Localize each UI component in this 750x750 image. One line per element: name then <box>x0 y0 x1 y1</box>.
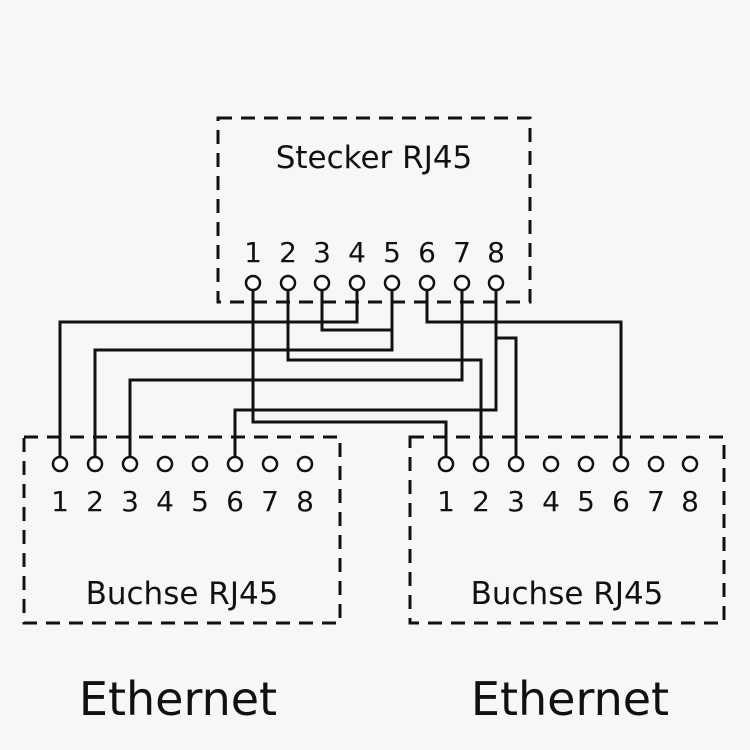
wire-plug1-right1 <box>251 283 448 464</box>
jack-right-pin-contact <box>542 455 560 473</box>
jack-left-pin-contact <box>261 455 279 473</box>
jack-right-caption: Ethernet <box>471 672 669 726</box>
jack-right-pin-contact <box>577 455 595 473</box>
wire-plug4-left1 <box>58 283 359 464</box>
jack-right-pin-label: 3 <box>507 485 525 518</box>
jack-left-pin-label: 7 <box>261 485 279 518</box>
jack-right-pin-contact <box>647 455 665 473</box>
jack-right-pin-label: 7 <box>647 485 665 518</box>
jack-right-pin-contact <box>437 455 455 473</box>
jack-left-pin-label: 2 <box>86 485 104 518</box>
wire-plug2-right2 <box>286 283 483 464</box>
wire-plug7-left3 <box>128 283 464 464</box>
plug-pin-contact <box>279 274 297 292</box>
jack-left-pin-label: 1 <box>51 485 69 518</box>
jack-right-pin-contact <box>612 455 630 473</box>
jack-right-pin-label: 6 <box>612 485 630 518</box>
jack-left-connector: 1 2 3 4 5 6 7 8 Buchse RJ45 <box>22 435 342 625</box>
plug-pin-label: 4 <box>348 236 366 269</box>
jack-left-pin-contact <box>191 455 209 473</box>
jack-left-pin-contact <box>51 455 69 473</box>
jack-right-pin-label: 8 <box>681 485 699 518</box>
jack-left-pin-contact <box>121 455 139 473</box>
plug-pin-label: 3 <box>313 236 331 269</box>
plug-pin-contacts <box>244 274 505 292</box>
jack-left-pin-contact <box>156 455 174 473</box>
wire-to-left6 <box>233 338 498 464</box>
jack-left-pin-contact <box>226 455 244 473</box>
plug-pin-label: 6 <box>418 236 436 269</box>
jack-right-pin-contact <box>681 455 699 473</box>
plug-pin-contact <box>418 274 436 292</box>
wire-plug6-right6 <box>425 283 623 464</box>
plug-pin-contact <box>383 274 401 292</box>
jack-right-title: Buchse RJ45 <box>471 576 664 612</box>
plug-title: Stecker RJ45 <box>276 140 473 176</box>
jack-left-pin-label: 8 <box>296 485 314 518</box>
plug-box-outline <box>216 116 532 304</box>
jack-right-pin-contact <box>472 455 490 473</box>
jack-right-pin-label: 5 <box>577 485 595 518</box>
plug-pin-label: 7 <box>453 236 471 269</box>
jack-left-pin-label: 6 <box>226 485 244 518</box>
plug-pin-contact <box>348 274 366 292</box>
plug-pin-label: 1 <box>244 236 262 269</box>
jack-left-pin-label: 5 <box>191 485 209 518</box>
jack-right-pin-label: 1 <box>437 485 455 518</box>
jack-left-pin-contact <box>86 455 104 473</box>
jack-right-pin-contact <box>507 455 525 473</box>
jack-right-pin-labels: 1 2 3 4 5 6 7 8 <box>437 485 699 518</box>
jack-left-pin-contacts <box>51 455 314 473</box>
jack-left-pin-label: 4 <box>156 485 174 518</box>
plug-pin-label: 2 <box>279 236 297 269</box>
plug-pin-contact <box>453 274 471 292</box>
jack-left-pin-label: 3 <box>121 485 139 518</box>
wire-plug5-left2 <box>93 330 394 464</box>
plug-pin-contact <box>244 274 262 292</box>
jack-right-box-outline <box>408 435 726 625</box>
plug-pin-label: 5 <box>383 236 401 269</box>
jack-left-pin-labels: 1 2 3 4 5 6 7 8 <box>51 485 314 518</box>
jack-left-caption: Ethernet <box>79 672 277 726</box>
jack-right-connector: 1 2 3 4 5 6 7 8 Buchse RJ45 <box>408 435 726 625</box>
plug-pin-contact <box>487 274 505 292</box>
jack-left-title: Buchse RJ45 <box>86 576 279 612</box>
jack-right-pin-label: 2 <box>472 485 490 518</box>
wiring <box>58 283 623 464</box>
plug-pin-labels: 1 2 3 4 5 6 7 8 <box>244 236 505 269</box>
jack-left-pin-contact <box>296 455 314 473</box>
jack-left-box-outline <box>22 435 342 625</box>
jack-right-pin-contacts <box>437 455 699 473</box>
jack-right-pin-label: 4 <box>542 485 560 518</box>
plug-pin-label: 8 <box>487 236 505 269</box>
wire-plug3-loop <box>320 283 394 332</box>
plug-connector: Stecker RJ45 1 2 3 4 5 6 7 8 <box>216 116 532 304</box>
wire-plug8-right3 <box>494 283 518 464</box>
plug-pin-contact <box>313 274 331 292</box>
